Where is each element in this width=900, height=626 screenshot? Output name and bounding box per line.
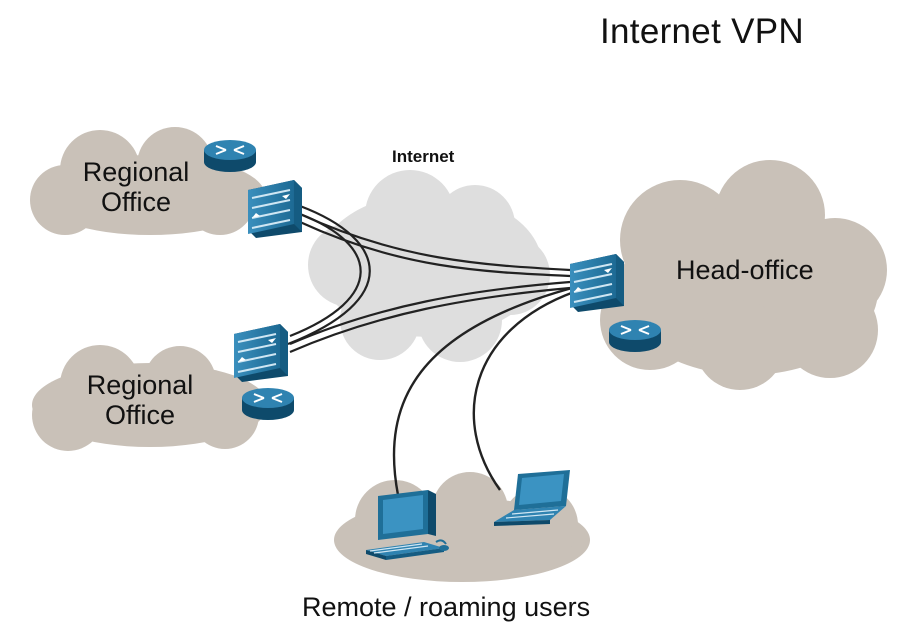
- link-desktop-to-head: [392, 286, 573, 496]
- regional-office-bottom-cloud: [32, 345, 268, 451]
- tunnel-top-to-head-b: [299, 221, 571, 278]
- tunnel-regional-to-regional-inner: [289, 212, 362, 338]
- regional-office-top-label-line1: Regional: [82, 157, 190, 187]
- router-icon: [204, 140, 256, 172]
- firewall-icon: [570, 254, 624, 312]
- regional-office-bottom-label-line2: Office: [104, 400, 176, 430]
- regional-office-top-label: Regional Office: [76, 157, 196, 217]
- regional-office-top-cloud: [30, 127, 265, 235]
- firewall-icon: [234, 324, 288, 382]
- laptop-icon: [494, 470, 570, 526]
- tunnel-bottom-to-head-a: [289, 280, 571, 346]
- vpn-tunnels: [287, 204, 571, 354]
- remote-users-label: Remote / roaming users: [302, 592, 591, 622]
- diagram-title: Internet VPN: [600, 12, 804, 51]
- tunnel-regional-to-regional-outer: [287, 204, 371, 346]
- firewall-icon: [248, 180, 302, 238]
- router-icon: [242, 388, 294, 420]
- remote-links: [392, 286, 575, 496]
- head-office-cloud: [600, 160, 887, 390]
- desktop-computer-icon: [366, 490, 449, 560]
- head-office-label: Head-office: [676, 255, 814, 285]
- internet-label: Internet: [392, 147, 455, 166]
- regional-office-top-label-line2: Office: [100, 187, 172, 217]
- internet-cloud: [308, 170, 550, 362]
- tunnel-top-to-head-a: [299, 213, 571, 272]
- regional-office-bottom-label: Regional Office: [76, 370, 204, 430]
- regional-office-bottom-label-line1: Regional: [86, 370, 194, 400]
- tunnel-bottom-to-head-b: [289, 286, 571, 354]
- link-laptop-to-head: [472, 290, 575, 491]
- router-icon: [609, 320, 661, 352]
